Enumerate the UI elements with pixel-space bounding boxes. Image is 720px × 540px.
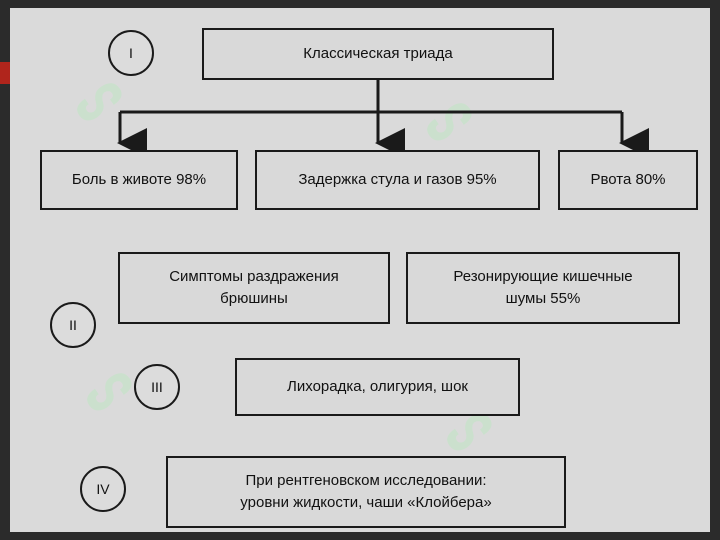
level-marker-2: II	[50, 302, 96, 348]
level-marker-1: I	[108, 30, 154, 76]
node-classic-triad: Классическая триада	[202, 28, 554, 80]
node-peritoneal-signs: Симптомы раздражения брюшины	[118, 252, 390, 324]
level-marker-3: III	[134, 364, 180, 410]
accent-mark	[0, 62, 10, 84]
node-vomiting: Рвота 80%	[558, 150, 698, 210]
node-abdominal-pain: Боль в животе 98%	[40, 150, 238, 210]
node-fever-shock: Лихорадка, олигурия, шок	[235, 358, 520, 416]
node-bowel-sounds: Резонирующие кишечные шумы 55%	[406, 252, 680, 324]
node-xray-findings: При рентгеновском исследовании: уровни ж…	[166, 456, 566, 528]
node-stool-retention: Задержка стула и газов 95%	[255, 150, 540, 210]
level-marker-4: IV	[80, 466, 126, 512]
